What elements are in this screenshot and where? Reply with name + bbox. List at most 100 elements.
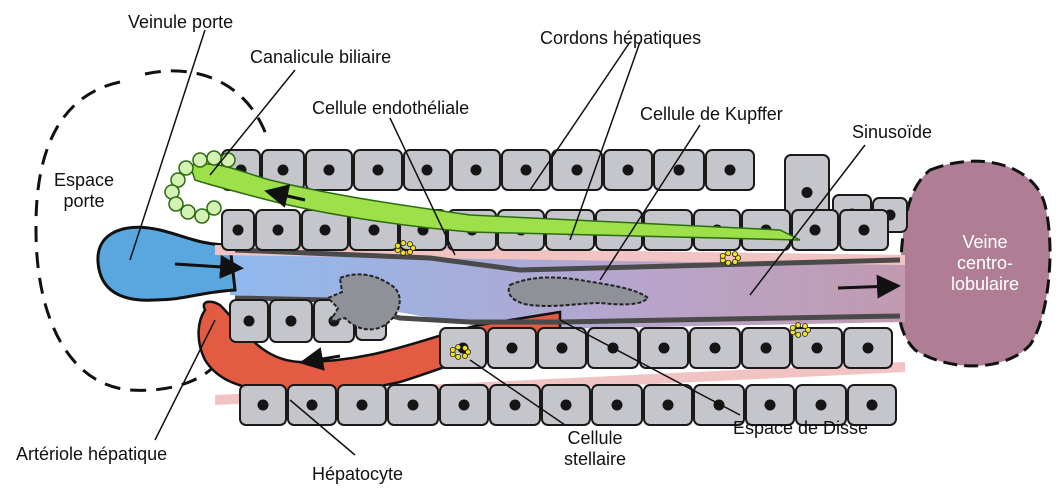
flow-arrow-central: [838, 286, 895, 288]
hepatocyte-nucleus: [725, 165, 736, 176]
hepatocyte: [388, 385, 438, 425]
stellate-granule: [456, 345, 461, 350]
hepatocyte-nucleus: [761, 343, 772, 354]
hepatocyte-nucleus: [663, 400, 674, 411]
hepatocyte-nucleus: [859, 225, 870, 236]
hepatocyte-nucleus: [674, 165, 685, 176]
hepatocyte-nucleus: [816, 400, 827, 411]
hepatocyte: [640, 328, 688, 368]
hepatocyte: [538, 328, 586, 368]
stellate-granule: [726, 251, 731, 256]
stellate-granule: [401, 241, 406, 246]
hepatocyte: [604, 150, 652, 190]
label-espace-porte: Espace porte: [44, 170, 124, 212]
label-canalicule-biliaire: Canalicule biliaire: [250, 47, 391, 68]
hepatocyte-nucleus: [765, 400, 776, 411]
hepatocyte-nucleus: [278, 165, 289, 176]
label-espace-disse: Espace de Disse: [733, 418, 868, 439]
hepatocyte-nucleus: [659, 343, 670, 354]
hepatocyte-nucleus: [233, 225, 244, 236]
hepatocyte: [306, 150, 352, 190]
label-arteriole-hepatique: Artériole hépatique: [16, 444, 167, 465]
canaliculus-bead: [193, 153, 207, 167]
hepatocyte: [840, 210, 888, 250]
label-cellule-stellaire-line2: stellaire: [550, 449, 640, 470]
hepatocyte: [690, 328, 740, 368]
hepatocyte-nucleus: [408, 400, 419, 411]
stellate-granule: [720, 253, 725, 258]
label-espace-porte-line1: Espace: [44, 170, 124, 191]
hepatocyte: [452, 150, 500, 190]
portal-venule: [98, 227, 235, 300]
hepatocyte: [844, 328, 892, 368]
stellate-granule: [462, 353, 467, 358]
label-espace-porte-line2: porte: [44, 191, 124, 212]
label-veine-line2: centro-: [930, 253, 1040, 274]
label-veinule-porte: Veinule porte: [128, 12, 233, 33]
hepatocyte: [230, 300, 268, 342]
label-veine-centrolobulaire: Veine centro- lobulaire: [930, 232, 1040, 295]
stellate-granule: [796, 332, 801, 337]
hepatocyte-nucleus: [612, 400, 623, 411]
label-cellule-stellaire-line1: Cellule: [550, 428, 640, 449]
stellate-granule: [456, 354, 461, 359]
stellate-granule: [732, 251, 737, 256]
stellate-granule: [407, 249, 412, 254]
stellate-granule: [726, 260, 731, 265]
hepatocyte-nucleus: [307, 400, 318, 411]
hepatocyte: [592, 385, 642, 425]
hepatocyte-nucleus: [810, 225, 821, 236]
hepatocyte-nucleus: [286, 316, 297, 327]
hepatocyte-nucleus: [510, 400, 521, 411]
stellate-granule: [407, 241, 412, 246]
stellate-granule: [802, 331, 807, 336]
hepatocyte: [706, 150, 754, 190]
hepatocyte-nucleus: [320, 225, 331, 236]
hepatocyte-nucleus: [521, 165, 532, 176]
canaliculus-bead: [181, 205, 195, 219]
hepatocyte-nucleus: [422, 165, 433, 176]
hepatocyte-nucleus: [863, 343, 874, 354]
hepatocyte-nucleus: [557, 343, 568, 354]
hepatocyte: [240, 385, 286, 425]
hepatocyte: [338, 385, 386, 425]
hepatocyte-nucleus: [710, 343, 721, 354]
canaliculus-bead: [207, 201, 221, 215]
hepatocyte-nucleus: [867, 400, 878, 411]
stellate-granule: [401, 250, 406, 255]
hepatocyte: [542, 385, 590, 425]
label-cellule-stellaire: Cellule stellaire: [550, 428, 640, 470]
label-veine-line1: Veine: [930, 232, 1040, 253]
hepatocyte: [270, 300, 312, 342]
label-sinusoide: Sinusoïde: [852, 122, 932, 143]
hepatocyte: [488, 328, 536, 368]
stellate-granule: [790, 325, 795, 330]
hepatocyte-nucleus: [572, 165, 583, 176]
hepatocyte: [256, 210, 300, 250]
hepatocyte-nucleus: [357, 400, 368, 411]
hepatocyte-nucleus: [324, 165, 335, 176]
hepatocyte: [354, 150, 402, 190]
hepatocyte-nucleus: [258, 400, 269, 411]
hepatocyte: [404, 150, 450, 190]
stellate-granule: [802, 323, 807, 328]
stellate-granule: [732, 259, 737, 264]
label-cellule-kupffer: Cellule de Kupffer: [640, 104, 783, 125]
hepatocyte-nucleus: [561, 400, 572, 411]
stellate-granule: [796, 323, 801, 328]
hepatocyte-nucleus: [373, 165, 384, 176]
stellate-granule: [395, 243, 400, 248]
hepatocyte-nucleus: [623, 165, 634, 176]
hepatocyte-nucleus: [369, 225, 380, 236]
hepatocyte-nucleus: [507, 343, 518, 354]
hepatocyte: [222, 210, 254, 250]
hepatocyte: [440, 385, 488, 425]
label-veine-line3: lobulaire: [930, 274, 1040, 295]
hepatocyte-nucleus: [273, 225, 284, 236]
hepatocyte-nucleus: [802, 187, 813, 198]
hepatocyte: [644, 385, 692, 425]
stellate-granule: [450, 347, 455, 352]
stellate-granule: [462, 345, 467, 350]
hepatocyte-nucleus: [471, 165, 482, 176]
